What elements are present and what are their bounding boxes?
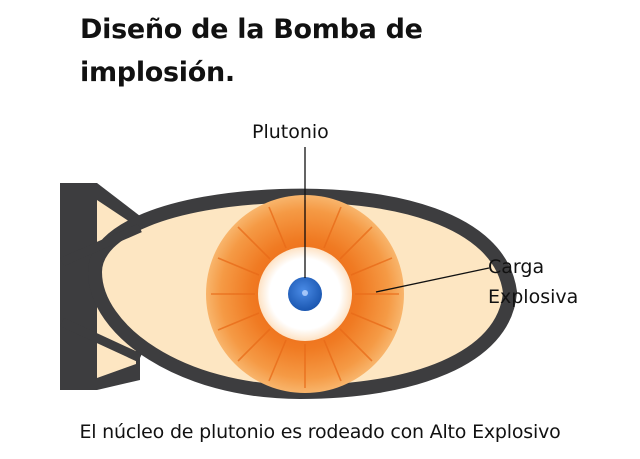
fin-struts (60, 223, 142, 363)
label-carga-explosiva: Carga Explosiva (488, 252, 578, 312)
diagram-caption: El núcleo de plutonio es rodeado con Alt… (79, 421, 561, 443)
label-carga-line2: Explosiva (488, 286, 579, 308)
label-plutonio: Plutonio (252, 121, 329, 143)
plutonium-core-highlight (302, 290, 308, 296)
label-carga-line1: Carga (488, 256, 545, 278)
page-title: Diseño de la Bomba de implosión. (80, 14, 423, 88)
carga-leader-line (375, 267, 490, 293)
